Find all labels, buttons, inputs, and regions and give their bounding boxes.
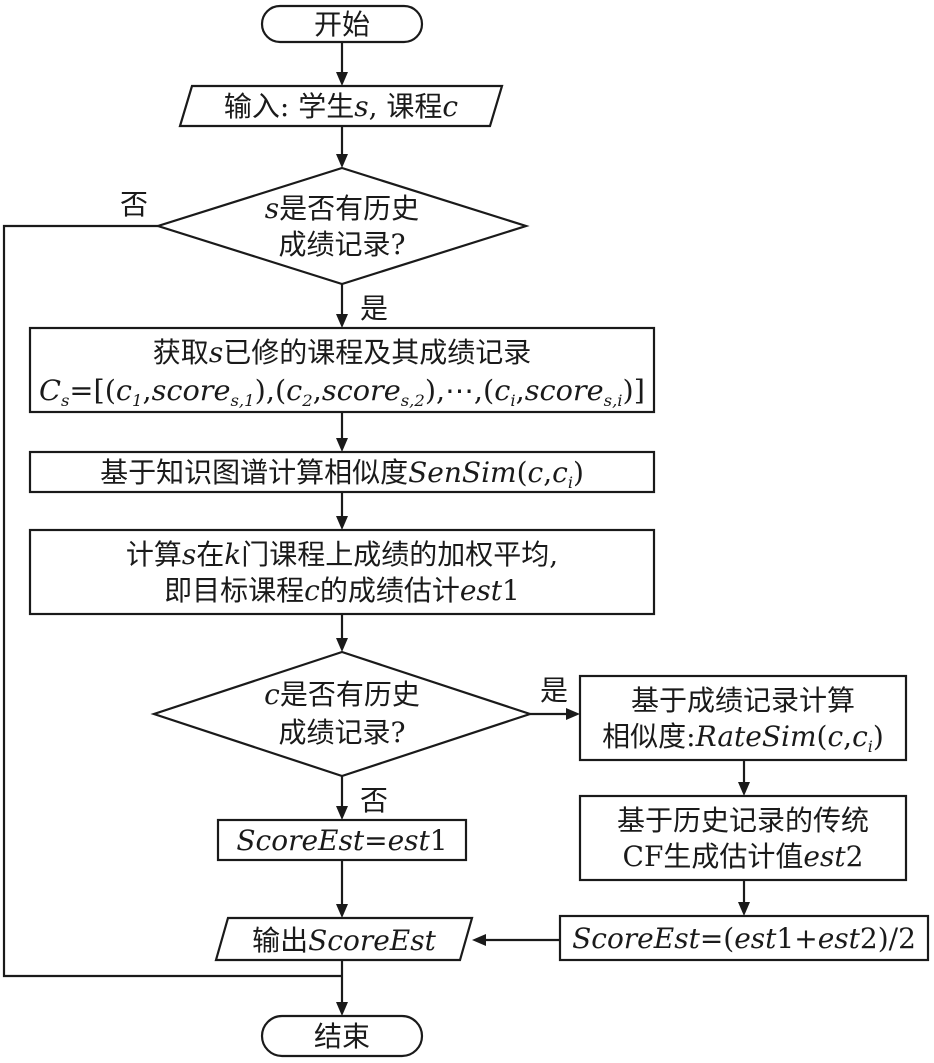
arrowhead (336, 904, 348, 918)
start-label: 开始 (314, 8, 370, 41)
edge-decision-s-no (2, 224, 342, 978)
fetch-line1: 获取s已修的课程及其成绩记录 (153, 336, 531, 369)
arrowhead (336, 1002, 348, 1016)
node-weighted: 计算s在k门课程上成绩的加权平均, 即目标课程c的成绩估计est1 (28, 528, 656, 616)
end-label: 结束 (314, 1020, 370, 1053)
arrowhead (336, 516, 348, 530)
arrowhead (738, 782, 750, 796)
input-label: 输入: 学生s, 课程c (224, 90, 459, 123)
edge-label-s-no: 否 (120, 188, 148, 221)
arrowhead (336, 638, 348, 652)
edge-label-c-no: 否 (360, 784, 388, 817)
weighted-box (28, 528, 656, 616)
rate-sim-line1: 基于成绩记录计算 (631, 684, 855, 717)
score-est1-label: ScoreEst=est1 (236, 824, 447, 857)
kg-sim-box (28, 450, 656, 494)
traditional-cf-box (578, 794, 908, 882)
arrowhead (336, 314, 348, 328)
node-decision-c: c是否有历史 成绩记录? (150, 650, 534, 778)
decision-c-line1: c是否有历史 (264, 678, 420, 711)
weighted-line2: 即目标课程c的成绩估计est1 (164, 574, 520, 607)
weighted-line1: 计算s在k门课程上成绩的加权平均, (126, 538, 558, 571)
arrowhead (336, 72, 348, 86)
kg-sim-label: 基于知识图谱计算相似度SenSim(c,ci) (100, 456, 584, 492)
node-output: 输出ScoreEst (214, 916, 474, 962)
output-parallelogram (214, 916, 474, 962)
traditional-cf-line1: 基于历史记录的传统 (617, 804, 869, 837)
node-decision-s: s是否有历史 成绩记录? (154, 166, 530, 286)
node-kg-sim: 基于知识图谱计算相似度SenSim(c,ci) (28, 450, 656, 494)
decision-s-diamond (154, 166, 530, 286)
score-est-avg-label: ScoreEst=(est1+est2)/2 (572, 922, 916, 955)
node-traditional-cf: 基于历史记录的传统 CF生成估计值est2 (578, 794, 908, 882)
arrowhead (336, 806, 348, 820)
arrowhead (472, 934, 486, 946)
node-end: 结束 (260, 1014, 424, 1058)
arrowhead (336, 154, 348, 168)
score-est1-box (216, 818, 468, 862)
decision-s-line1: s是否有历史 (265, 192, 419, 225)
fetch-box (28, 326, 656, 414)
start-terminal (260, 4, 424, 44)
edge-label-c-yes: 是 (540, 674, 568, 707)
input-parallelogram (178, 84, 504, 128)
arrowhead (738, 902, 750, 916)
connectors (2, 42, 750, 1016)
node-input: 输入: 学生s, 课程c (178, 84, 504, 128)
score-est-avg-box (558, 914, 930, 962)
node-start: 开始 (260, 4, 424, 44)
arrowhead (566, 708, 580, 720)
traditional-cf-line2: CF生成估计值est2 (623, 840, 864, 873)
rate-sim-box (578, 674, 908, 762)
edge-label-s-yes: 是 (360, 292, 388, 325)
arrowhead (336, 438, 348, 452)
node-score-est-avg: ScoreEst=(est1+est2)/2 (558, 914, 930, 962)
rate-sim-line2: 相似度:RateSim(c,ci) (602, 720, 884, 756)
decision-s-line2: 成绩记录? (278, 228, 405, 261)
node-score-est1: ScoreEst=est1 (216, 818, 468, 862)
decision-c-diamond (150, 650, 534, 778)
end-terminal (260, 1014, 424, 1058)
output-label: 输出ScoreEst (252, 924, 437, 957)
decision-c-line2: 成绩记录? (278, 716, 405, 749)
node-rate-sim: 基于成绩记录计算 相似度:RateSim(c,ci) (578, 674, 908, 762)
